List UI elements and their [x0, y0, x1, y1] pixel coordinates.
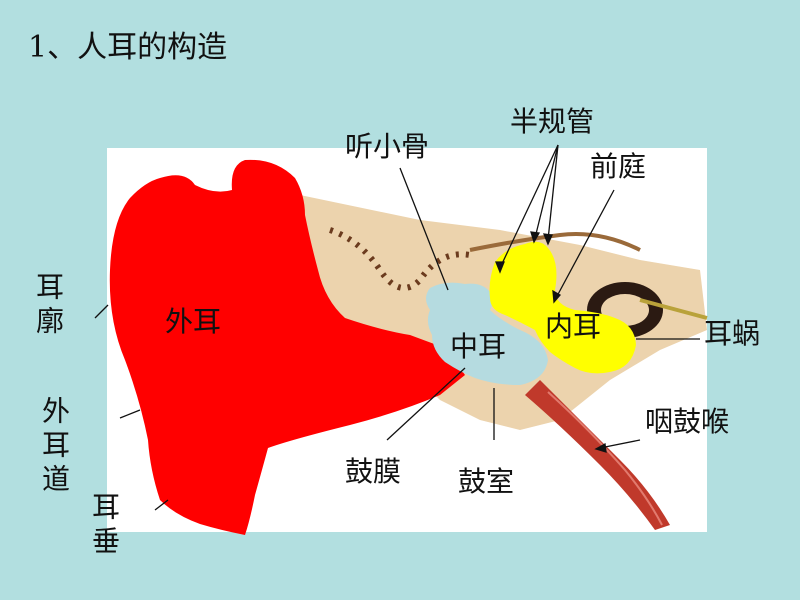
label-inner-ear: 内耳	[545, 310, 602, 343]
label-cochlea: 耳蜗	[704, 317, 761, 350]
label-earlobe: 耳垂	[88, 492, 121, 560]
label-tympanic-cavity: 鼓室	[458, 465, 515, 498]
label-auricle: 耳廓	[32, 272, 65, 340]
label-outer-ear: 外耳	[165, 305, 222, 338]
eustachian-tube	[525, 380, 670, 530]
label-eardrum: 鼓膜	[345, 455, 402, 488]
page-title: 1、人耳的构造	[28, 30, 228, 65]
inner-ear-shape	[489, 241, 636, 374]
label-ear-canal: 外耳道	[38, 396, 71, 498]
label-semicircular-canals: 半规管	[510, 105, 595, 138]
label-eustachian-tube: 咽鼓喉	[645, 405, 730, 438]
middle-ear-shape	[426, 282, 548, 385]
label-vestibule: 前庭	[590, 150, 647, 183]
outer-ear-shape	[109, 159, 465, 535]
label-ossicles: 听小骨	[345, 130, 430, 163]
label-middle-ear: 中耳	[450, 330, 507, 363]
